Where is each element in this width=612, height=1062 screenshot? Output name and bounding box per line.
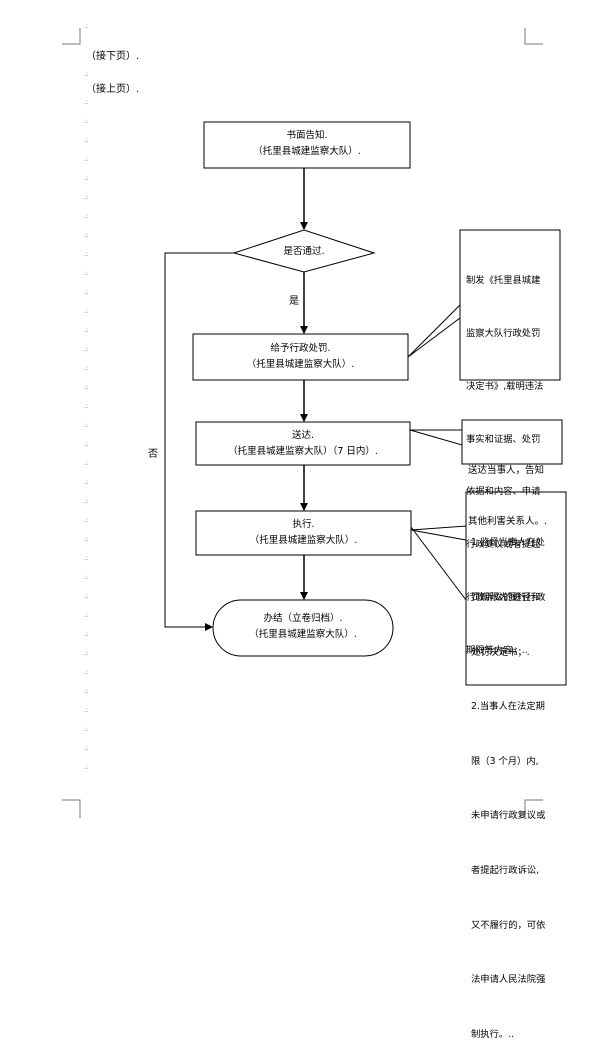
penalty-note-line: 依据和内容、申请	[466, 486, 541, 498]
execute-note-line: 限（3 个月）内,	[471, 755, 539, 767]
serve-note-box	[461, 419, 563, 465]
notice-text: 书面告知. （托里县城建监察大队）.	[204, 128, 410, 160]
svg-text:.:: .:	[84, 232, 88, 239]
close-text: 办结（立卷归档）. （托里县城建监察大队）.	[213, 611, 393, 643]
notice-box	[203, 121, 411, 169]
svg-text:.:: .:	[84, 422, 88, 429]
close-org: （托里县城建监察大队）.	[249, 629, 357, 640]
decision-diamond	[232, 229, 376, 273]
svg-text:.:: .:	[84, 745, 88, 752]
svg-text:.:: .:	[84, 669, 88, 676]
execute-title: 执行.	[292, 519, 315, 530]
svg-text:.:: .:	[84, 365, 88, 372]
execute-note-line: 罚期限内履行行政	[471, 592, 546, 604]
svg-text:.:: .:	[84, 574, 88, 581]
svg-text:.:: .:	[84, 650, 88, 657]
svg-text:.:: .:	[84, 251, 88, 258]
penalty-note-line: 决定书》,载明违法	[466, 380, 544, 392]
svg-text:.:: .:	[84, 726, 88, 733]
penalty-note-line: 制发《托里县城建	[466, 275, 541, 287]
execute-note-text: 1.监督当事人在处 罚期限内履行行政 处罚决定书；. 2.当事人在法定期 限（3…	[471, 498, 545, 1062]
penalty-note-line: 事实和证据、处罚	[466, 433, 541, 445]
penalty-note-box	[459, 229, 561, 381]
penalty-org: （托里县城建监察大队）.	[246, 359, 355, 370]
svg-text:.:: .:	[84, 460, 88, 467]
penalty-note-line: 监察大队行政处罚	[466, 327, 541, 339]
execute-note-box	[465, 491, 567, 686]
execute-note-line: 2.当事人在法定期	[471, 701, 545, 713]
svg-text:.:: .:	[84, 213, 88, 220]
serve-note-line: 送达当事人，告知	[468, 465, 545, 476]
svg-text:.:: .:	[84, 71, 88, 78]
svg-text:.:: .:	[84, 137, 88, 144]
decision-text: 是否通过.	[283, 246, 325, 257]
svg-text:.:: .:	[84, 384, 88, 391]
flowchart-canvas: .: .: .: .: .: .: .: .: .: .: .: .: .: .…	[62, 23, 567, 818]
close-title: 办结（立卷归档）.	[263, 613, 343, 624]
svg-text:.:: .:	[84, 118, 88, 125]
margin-marks: .: .: .: .: .: .: .: .: .: .: .: .: .: .…	[84, 23, 88, 771]
continued-prev-label: （接上页）.	[86, 84, 140, 95]
execute-text: 执行. （托里县城建监察大队）.	[196, 517, 411, 549]
svg-text:.:: .:	[84, 194, 88, 201]
execute-box	[195, 510, 412, 556]
svg-text:.:: .:	[84, 23, 88, 30]
execute-note-line: 又不履行的，可依	[471, 919, 546, 931]
serve-org: （托里县城建监察大队）（7 日内）.	[228, 446, 378, 457]
notice-org: （托里县城建监察大队）.	[253, 146, 361, 157]
svg-text:.:: .:	[84, 517, 88, 524]
yes-label: 是	[289, 296, 299, 307]
svg-text:.:: .:	[84, 403, 88, 410]
svg-text:.:: .:	[84, 479, 88, 486]
penalty-title: 给予行政处罚.	[270, 343, 331, 354]
serve-note-line: 其他利害关系人。.	[468, 516, 548, 527]
continued-next-label: （接下页）.	[86, 51, 140, 62]
penalty-note-line: 期限等内容。..	[466, 644, 528, 656]
svg-text:.:: .:	[84, 612, 88, 619]
svg-text:.:: .:	[84, 555, 88, 562]
penalty-note-text: 制发《托里县城建 监察大队行政处罚 决定书》,载明违法 事实和证据、处罚 依据和…	[466, 237, 543, 677]
execute-note-line: 者提起行政诉讼,	[471, 865, 540, 877]
svg-text:.:: .:	[84, 346, 88, 353]
svg-text:.:: .:	[84, 764, 88, 771]
execute-org: （托里县城建监察大队）.	[249, 535, 358, 546]
svg-text:.:: .:	[84, 498, 88, 505]
svg-text:.:: .:	[84, 536, 88, 543]
execute-note-line: 法申请人民法院强	[471, 974, 546, 986]
svg-text:.:: .:	[84, 156, 88, 163]
execute-note-line: 处罚决定书；.	[471, 646, 530, 658]
execute-note-line: 未申请行政复议或	[471, 810, 546, 822]
no-branch-line	[164, 252, 234, 631]
serve-title: 送达.	[291, 430, 315, 441]
serve-box	[195, 421, 411, 466]
penalty-note-line: 行政复议或者提起	[466, 539, 541, 551]
execute-note-line: 制执行。..	[471, 1028, 515, 1040]
serve-text: 送达. （托里县城建监察大队）（7 日内）.	[196, 428, 410, 460]
svg-text:.:: .:	[84, 270, 88, 277]
svg-text:.:: .:	[84, 441, 88, 448]
svg-text:.:: .:	[84, 593, 88, 600]
svg-text:.:: .:	[84, 175, 88, 182]
svg-text:.:: .:	[84, 707, 88, 714]
callout-lines	[407, 303, 467, 601]
execute-note-line: 1.监督当事人在处	[471, 537, 545, 549]
svg-text:.:: .:	[84, 289, 88, 296]
penalty-note-line: 行政诉讼的途径和	[466, 591, 541, 603]
svg-text:.:: .:	[84, 327, 88, 334]
svg-text:.:: .:	[84, 308, 88, 315]
svg-text:.:: .:	[84, 688, 88, 695]
penalty-text: 给予行政处罚. （托里县城建监察大队）.	[193, 341, 408, 373]
serve-note-text: 送达当事人，告知 其他利害关系人。.	[468, 428, 547, 547]
close-terminator	[212, 599, 394, 657]
svg-text:.:: .:	[84, 631, 88, 638]
svg-text:.:: .:	[84, 99, 88, 106]
no-label: 否	[148, 449, 158, 460]
crop-marks	[62, 28, 543, 818]
notice-title: 书面告知.	[286, 130, 328, 141]
